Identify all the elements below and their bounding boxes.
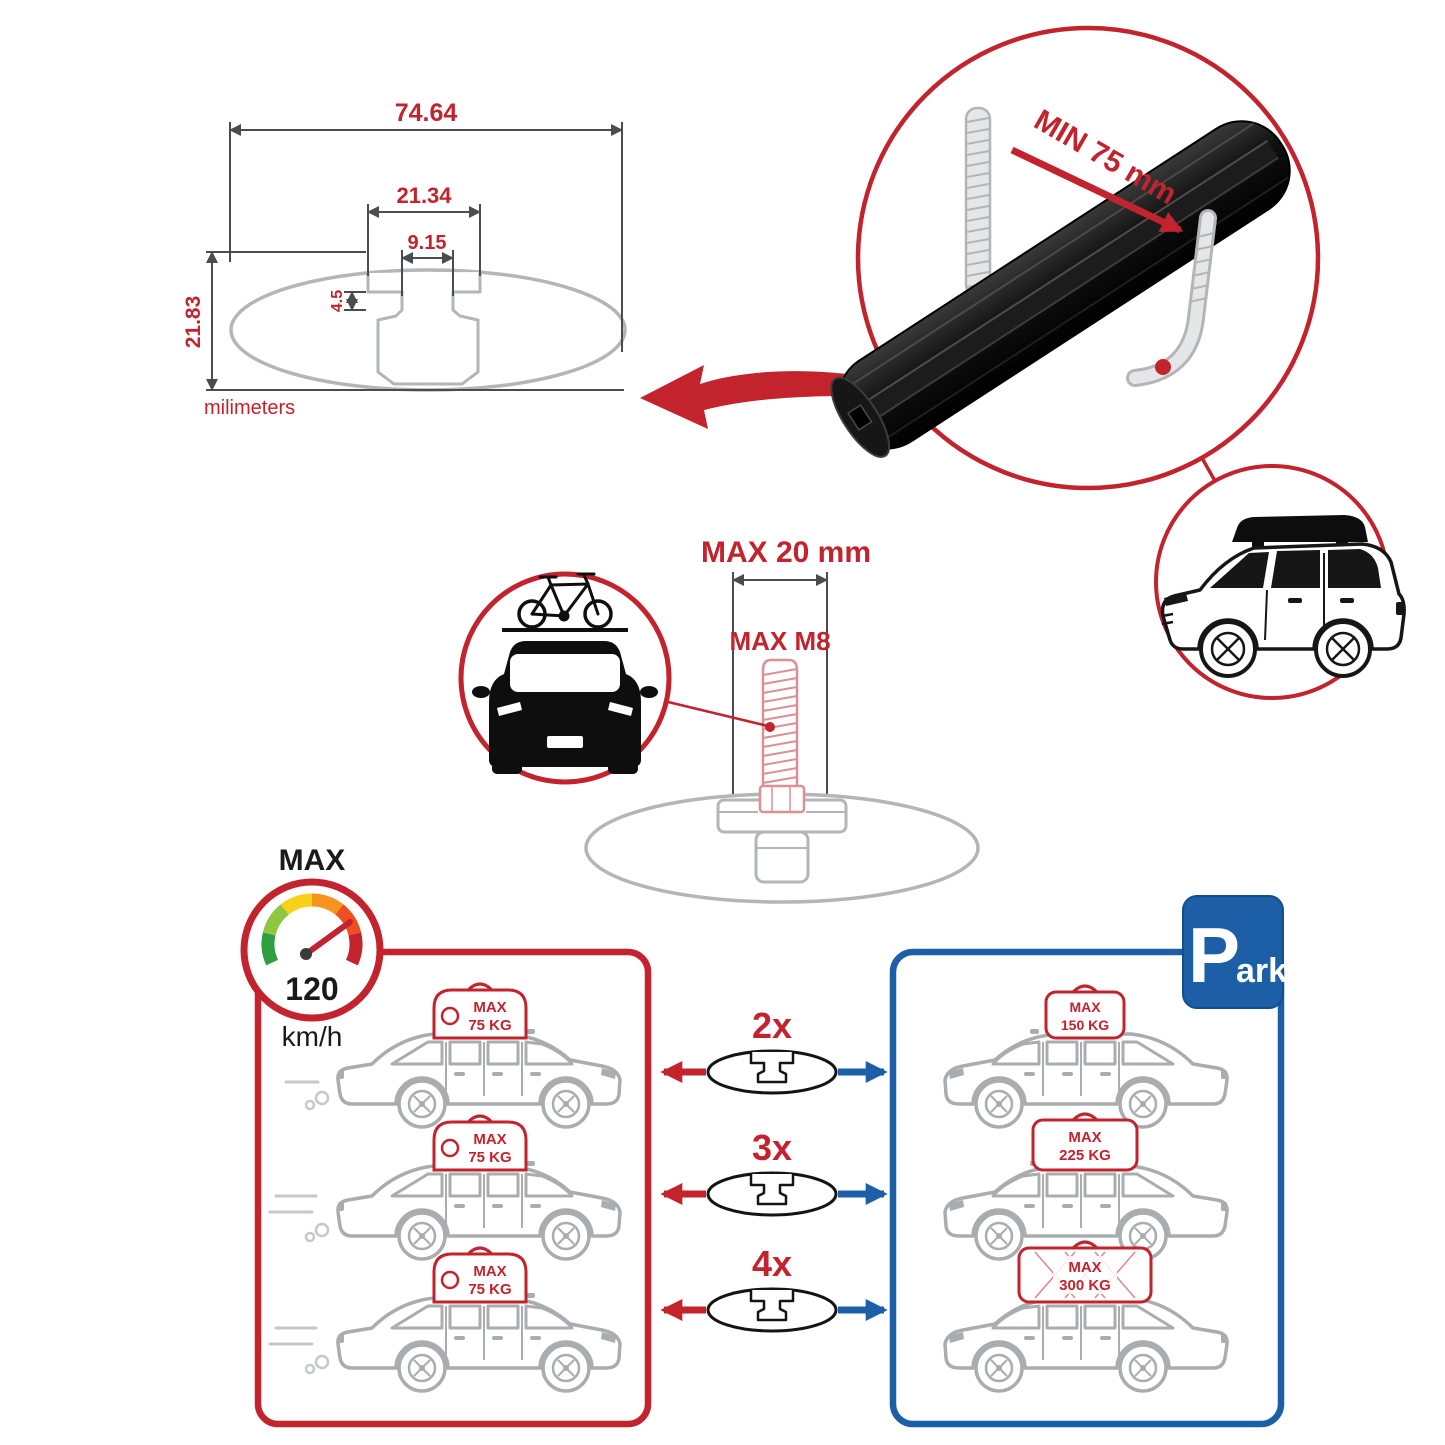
bolt-hex-head: [758, 784, 806, 814]
profile-dimension-diagram: 74.64 21.34 9.15 4.5 21.83 milimeters: [182, 99, 627, 419]
bar-count-label: 4x: [752, 1243, 792, 1284]
motion-marks: [268, 1326, 330, 1375]
speed-value: 120: [285, 971, 338, 1007]
driving-car-2: MAX 75 KG: [268, 1114, 622, 1261]
roof-bag: [432, 1252, 528, 1304]
bolt-max-length-label: MAX 20 mm: [701, 536, 871, 569]
gauge-needle: [303, 919, 353, 957]
motion-marks: [284, 1080, 330, 1111]
load-weight: 75 KG: [468, 1281, 511, 1298]
headlight: [1164, 593, 1188, 606]
park-sign-board: [1182, 895, 1284, 1009]
motion-marks: [268, 1194, 330, 1243]
roof-box: [1232, 515, 1368, 542]
crossbar-profile-icon: [706, 1287, 838, 1333]
speed-max-label: MAX: [279, 844, 346, 877]
bolt-spec-diagram: MAX 20 mm MAX M8: [584, 536, 980, 904]
parking-panel: MAX 150 KG MAX 225 KG MAX 300 KG: [889, 948, 1285, 1428]
bar-count-row-2: 3x: [660, 1127, 888, 1217]
load-weight: 300 KG: [1059, 1277, 1111, 1294]
parked-car-2: MAX 225 KG: [943, 1112, 1229, 1261]
park-sign-rest: ark: [1236, 952, 1287, 990]
car-front-icon: [472, 628, 658, 774]
dim-slot-depth: 4.5: [329, 290, 346, 312]
windshield: [510, 654, 620, 692]
bolt-point-dot: [765, 722, 775, 732]
load-label: MAX: [1068, 1259, 1101, 1276]
load-label: MAX: [473, 1263, 506, 1280]
suv-with-roofbox: [1160, 515, 1406, 678]
driving-panel: MAX 75 KG MAX 75 KG: [254, 948, 652, 1428]
bicycle-icon: [517, 572, 613, 629]
bike-car-circle: [458, 571, 672, 785]
dim-channel-width: 21.34: [396, 183, 452, 208]
dim-height-total: 21.83: [182, 296, 205, 349]
gauge-pivot: [300, 948, 312, 960]
roof-bag: [432, 988, 528, 1040]
parked-car-3: MAX 300 KG: [943, 1240, 1229, 1393]
load-weight: 225 KG: [1059, 1147, 1111, 1164]
driving-car-3: MAX 75 KG: [268, 1246, 622, 1393]
load-label: MAX: [1069, 999, 1101, 1015]
load-weight: 150 KG: [1061, 1017, 1109, 1033]
u-bolt-right-leg: [1126, 209, 1217, 387]
park-sign: P ark: [1182, 895, 1287, 1009]
speed-limit-gauge: MAX 120 km/h: [240, 844, 384, 1052]
clamp-point-dot: [1155, 359, 1171, 375]
parked-car-1: MAX 150 KG: [943, 984, 1229, 1129]
crossbar-profile-icon: [706, 1171, 838, 1217]
u-bolt-left-leg: [964, 106, 992, 298]
bar-count-label: 2x: [752, 1005, 792, 1046]
connector-detail-to-suv: [1200, 457, 1217, 482]
load-label: MAX: [473, 999, 506, 1016]
min-clamp-arrow: [1010, 146, 1184, 234]
roof-bag: [432, 1120, 528, 1172]
crossbar-3d: [830, 120, 1291, 458]
bar-count-column: 2x 3x 4x: [660, 1005, 888, 1333]
bolt-drawing: [761, 658, 799, 790]
load-weight: 75 KG: [468, 1149, 511, 1166]
channel-mount: [716, 784, 848, 884]
dim-slot-width: 9.15: [408, 232, 447, 254]
profile-t-slot-channel: [366, 272, 482, 386]
crossbar-profile-icon: [706, 1049, 838, 1095]
connector-bike-to-bolt: [663, 699, 769, 728]
load-label: MAX: [473, 1131, 506, 1148]
load-weight: 75 KG: [468, 1017, 511, 1034]
bolt-max-thread-label: MAX M8: [729, 626, 830, 656]
bar-count-row-3: 4x: [660, 1243, 888, 1333]
park-sign-letter: P: [1188, 911, 1240, 999]
suv-roofbox-circle: [1154, 464, 1406, 700]
roof-box: [1044, 990, 1126, 1040]
bar-count-label: 3x: [752, 1127, 792, 1168]
units-label: milimeters: [204, 397, 295, 419]
speed-unit: km/h: [282, 1021, 343, 1052]
dim-width-total: 74.64: [395, 99, 458, 127]
crossbar-detail-circle: MIN 75 mm: [830, 25, 1321, 491]
load-label: MAX: [1068, 1129, 1101, 1146]
roof-box: [1031, 1118, 1139, 1172]
bar-count-row-1: 2x: [660, 1005, 888, 1095]
pointer-curved-arrow: [640, 365, 878, 429]
driving-car-1: MAX 75 KG: [284, 982, 622, 1129]
